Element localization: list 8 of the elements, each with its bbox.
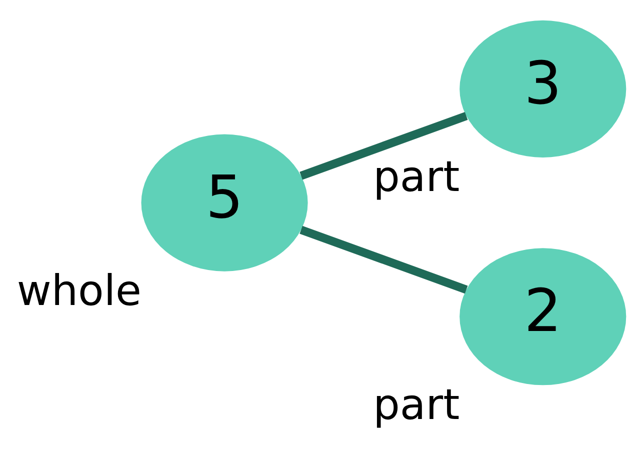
node-label: whole [16, 266, 142, 315]
node-ellipse: 2 [460, 248, 626, 385]
connector [300, 225, 468, 294]
node-label: part [373, 152, 460, 201]
node-label: part [373, 379, 460, 428]
node-ellipse: 5 [141, 134, 308, 271]
connector [300, 111, 468, 180]
node-ellipse: 3 [460, 20, 626, 157]
